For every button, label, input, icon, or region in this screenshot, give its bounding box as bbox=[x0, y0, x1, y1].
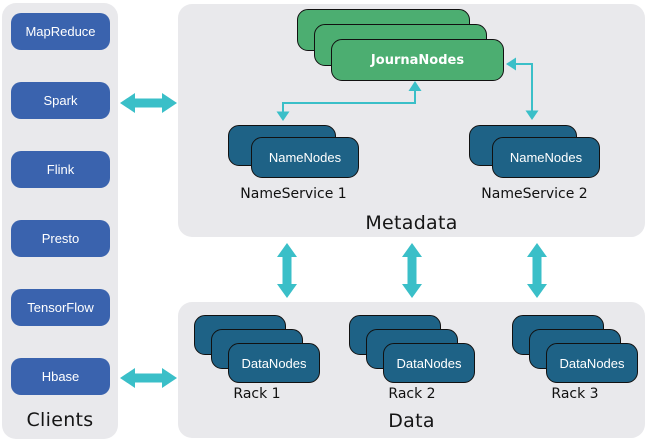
client-node-flink: Flink bbox=[11, 151, 110, 188]
nameservice2-caption: NameService 2 bbox=[481, 186, 588, 202]
datanodes3-label: DataNodes bbox=[559, 355, 625, 371]
clients-metadata-double-arrow-icon bbox=[120, 93, 177, 113]
client-node-presto: Presto bbox=[11, 220, 110, 257]
nameservice1-caption: NameService 1 bbox=[240, 186, 347, 202]
nameservice2-stack: NameNodes bbox=[469, 125, 600, 178]
namenodes1-label: NameNodes bbox=[268, 150, 342, 165]
namenodes2-box-front: NameNodes bbox=[492, 137, 600, 178]
rack1-stack: DataNodes bbox=[194, 315, 320, 383]
rack1-caption: Rack 1 bbox=[233, 386, 281, 402]
metadata-data-double-arrow-left-icon bbox=[277, 243, 297, 298]
journalnodes-stack: JournaNodes bbox=[297, 9, 504, 81]
journalnodes-label: JournaNodes bbox=[370, 52, 465, 68]
datanodes3-box-front: DataNodes bbox=[546, 343, 638, 383]
datanodes1-label: DataNodes bbox=[241, 355, 307, 371]
rack2-caption: Rack 2 bbox=[388, 386, 436, 402]
rack2-stack: DataNodes bbox=[349, 315, 475, 383]
datanodes2-label: DataNodes bbox=[396, 355, 462, 371]
metadata-panel-title: Metadata bbox=[365, 212, 458, 234]
client-node-mapreduce: MapReduce bbox=[11, 13, 110, 50]
namenodes2-label: NameNodes bbox=[509, 150, 583, 165]
datanodes1-box-front: DataNodes bbox=[228, 343, 320, 383]
data-panel-title: Data bbox=[388, 410, 435, 432]
journalnodes-box-front: JournaNodes bbox=[331, 39, 504, 81]
rack3-stack: DataNodes bbox=[512, 315, 638, 383]
clients-data-double-arrow-icon bbox=[120, 368, 177, 388]
nameservice1-stack: NameNodes bbox=[228, 125, 359, 178]
clients-panel: MapReduce Spark Flink Presto TensorFlow … bbox=[2, 3, 118, 439]
client-node-hbase: Hbase bbox=[11, 358, 110, 395]
metadata-data-double-arrow-right-icon bbox=[527, 243, 547, 298]
metadata-data-double-arrow-middle-icon bbox=[402, 243, 422, 298]
client-node-spark: Spark bbox=[11, 82, 110, 119]
datanodes2-box-front: DataNodes bbox=[383, 343, 475, 383]
client-node-tensorflow: TensorFlow bbox=[11, 289, 110, 326]
namenodes1-box-front: NameNodes bbox=[251, 137, 359, 178]
rack3-caption: Rack 3 bbox=[551, 386, 599, 402]
clients-panel-title: Clients bbox=[26, 409, 94, 431]
